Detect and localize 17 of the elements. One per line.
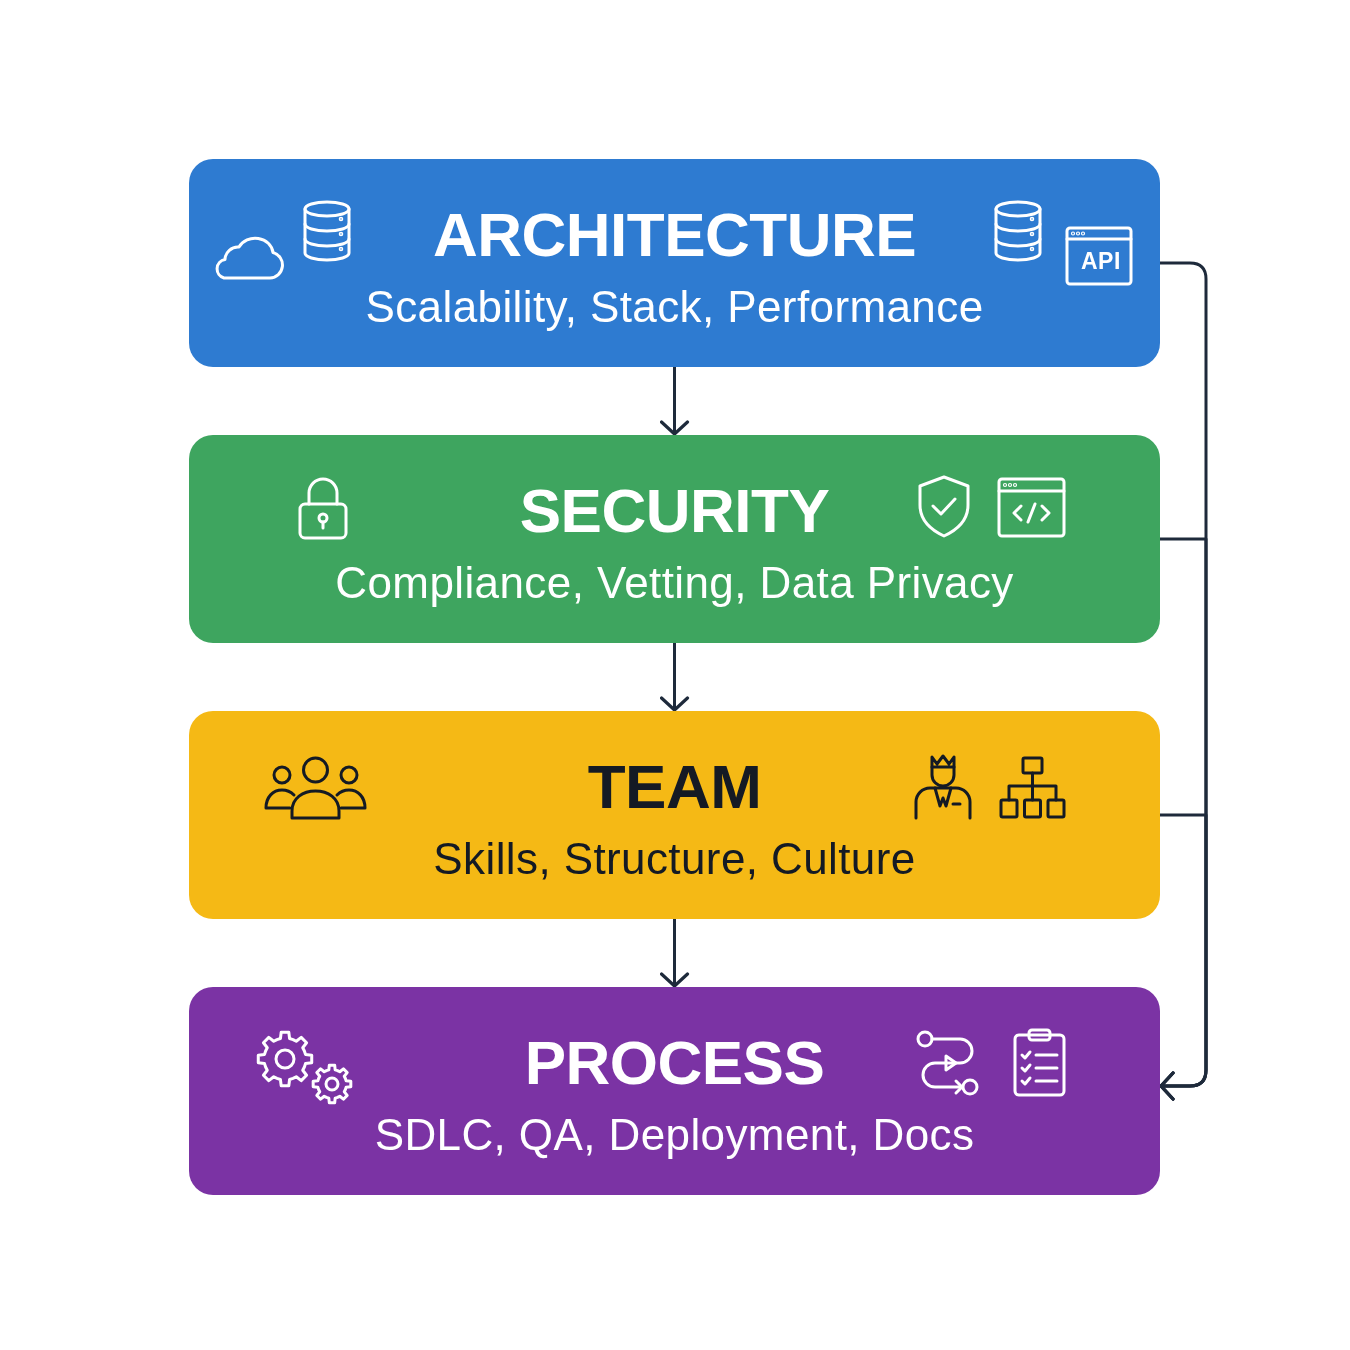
layer-title: TEAM — [587, 753, 762, 822]
connector-arrow — [1159, 813, 1208, 1101]
layer-box — [189, 435, 1160, 643]
layer-subtitle: SDLC, QA, Deployment, Docs — [374, 1109, 975, 1162]
connector-arrow — [659, 643, 690, 712]
layer-subtitle: Skills, Structure, Culture — [433, 833, 916, 886]
layer-box — [189, 987, 1160, 1195]
connector-arrow — [659, 367, 690, 436]
layer-subtitle: Compliance, Vetting, Data Privacy — [335, 557, 1014, 610]
layer-title: SECURITY — [519, 477, 830, 546]
connector-arrow — [659, 919, 690, 988]
layer-title: ARCHITECTURE — [432, 201, 917, 270]
layer-box — [189, 711, 1160, 919]
layer-box — [189, 159, 1160, 367]
layer-subtitle: Scalability, Stack, Performance — [365, 281, 984, 334]
icon-caption: API — [1081, 250, 1121, 273]
layer-title: PROCESS — [524, 1029, 825, 1098]
